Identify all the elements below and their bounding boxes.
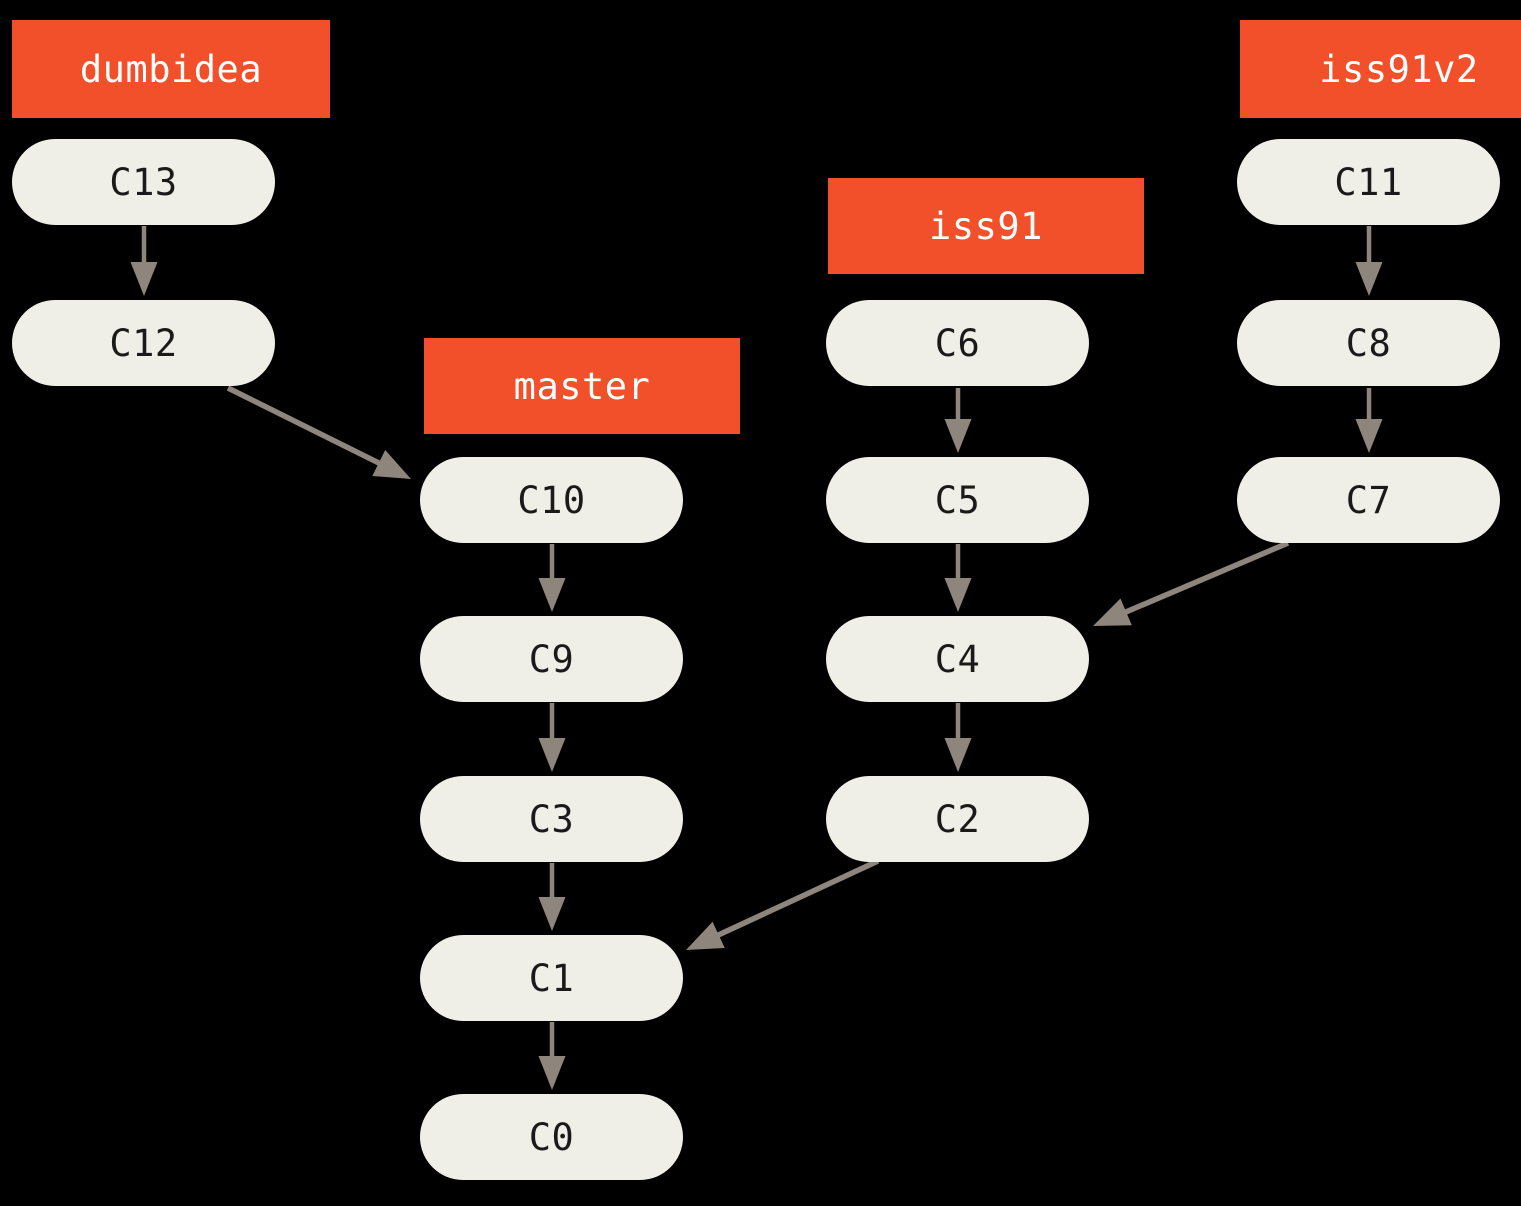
edge-C13-to-C12 xyxy=(130,226,158,296)
edge-C6-to-C5 xyxy=(944,388,972,453)
edge-line xyxy=(226,385,383,467)
branch-label-iss91v2[interactable]: iss91v2 xyxy=(1240,20,1521,118)
commit-node-C10[interactable]: C10 xyxy=(420,457,683,543)
edge-arrowhead xyxy=(686,921,725,950)
commit-node-C7[interactable]: C7 xyxy=(1237,457,1500,543)
edge-arrowhead xyxy=(944,738,972,772)
commit-node-C4[interactable]: C4 xyxy=(826,616,1089,702)
commit-node-C9[interactable]: C9 xyxy=(420,616,683,702)
edge-C11-to-C8 xyxy=(1355,226,1383,296)
commit-node-C1[interactable]: C1 xyxy=(420,935,683,1021)
commit-node-C5[interactable]: C5 xyxy=(826,457,1089,543)
edge-C1-to-C0 xyxy=(538,1022,566,1090)
branch-label-dumbidea[interactable]: dumbidea xyxy=(12,20,330,118)
edge-arrowhead xyxy=(538,578,566,612)
edge-arrowhead xyxy=(944,419,972,453)
edge-arrowhead xyxy=(1355,262,1383,296)
edge-arrowhead xyxy=(1355,419,1383,453)
edge-arrowhead xyxy=(538,1056,566,1090)
commit-node-C8[interactable]: C8 xyxy=(1237,300,1500,386)
commit-node-C2[interactable]: C2 xyxy=(826,776,1089,862)
edge-C9-to-C3 xyxy=(538,703,566,772)
branch-label-master[interactable]: master xyxy=(424,338,740,434)
commit-node-C3[interactable]: C3 xyxy=(420,776,683,862)
edge-line xyxy=(714,858,880,939)
edge-C12-to-C10 xyxy=(226,385,411,479)
edge-C2-to-C1 xyxy=(686,858,880,950)
commit-node-C11[interactable]: C11 xyxy=(1237,139,1500,225)
edge-line xyxy=(1122,540,1290,616)
edge-arrowhead xyxy=(130,262,158,296)
commit-node-C12[interactable]: C12 xyxy=(12,300,275,386)
commit-node-C6[interactable]: C6 xyxy=(826,300,1089,386)
commit-node-C0[interactable]: C0 xyxy=(420,1094,683,1180)
edge-C10-to-C9 xyxy=(538,544,566,612)
branch-label-iss91[interactable]: iss91 xyxy=(828,178,1144,274)
edge-arrowhead xyxy=(538,738,566,772)
edge-C7-to-C4 xyxy=(1093,540,1290,626)
edge-C8-to-C7 xyxy=(1355,388,1383,453)
commit-node-C13[interactable]: C13 xyxy=(12,139,275,225)
edge-C3-to-C1 xyxy=(538,863,566,931)
edge-arrowhead xyxy=(1093,598,1132,626)
edge-C4-to-C2 xyxy=(944,703,972,772)
edge-arrowhead xyxy=(372,449,411,479)
edge-arrowhead xyxy=(538,897,566,931)
edge-arrowhead xyxy=(944,578,972,612)
edge-C5-to-C4 xyxy=(944,544,972,612)
